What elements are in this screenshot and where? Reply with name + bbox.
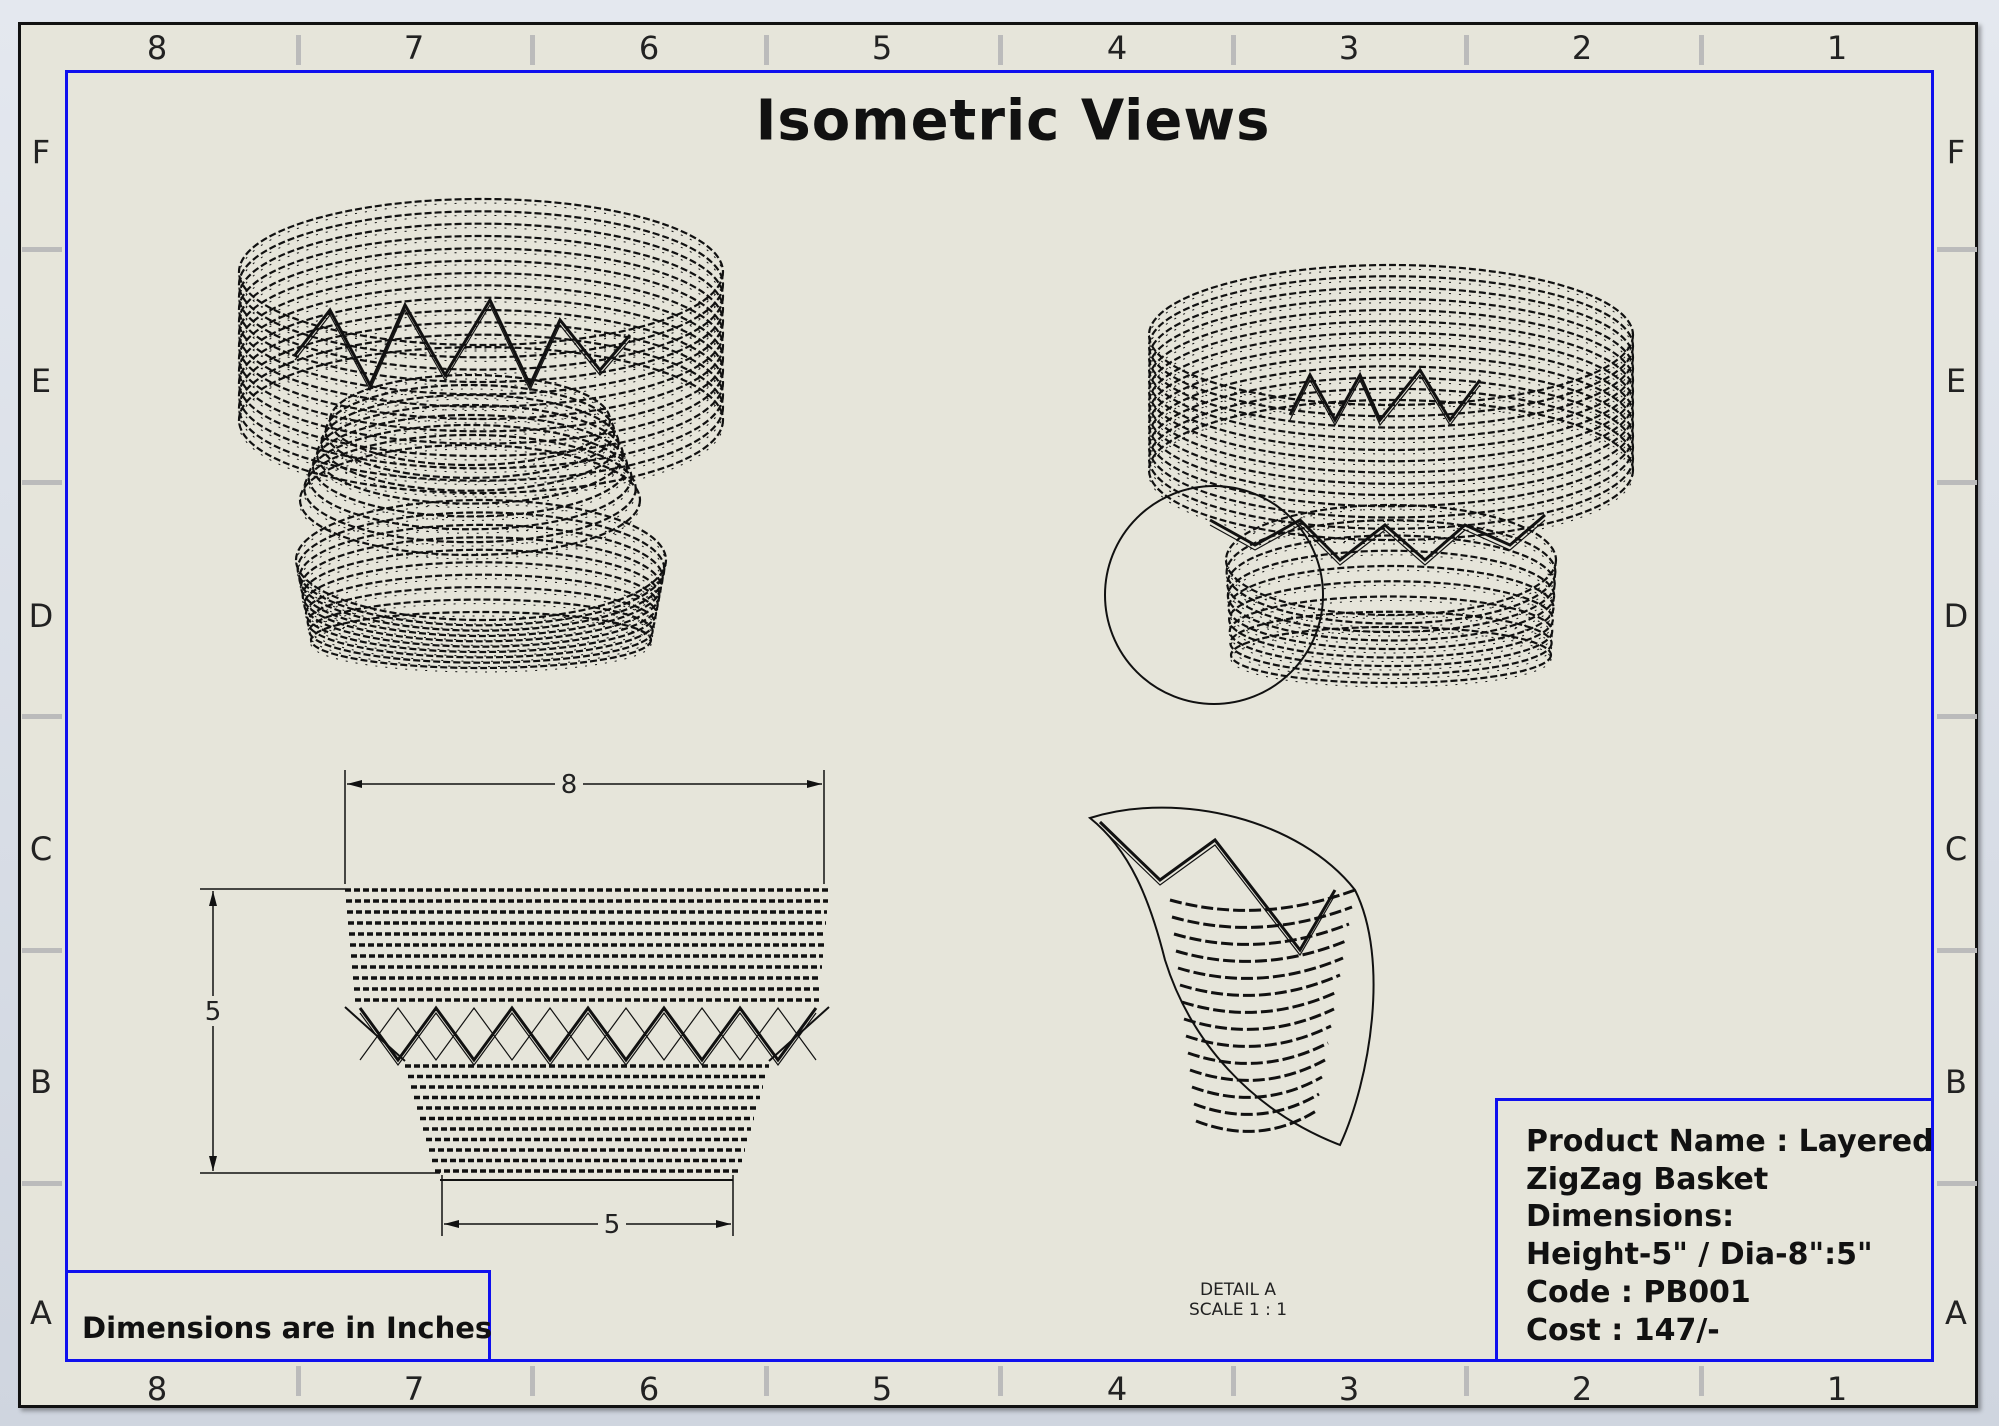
units-note: Dimensions are in Inches [65, 1270, 492, 1362]
zone-column-5-top: 5 [871, 29, 893, 67]
zone-divider [1937, 480, 1977, 485]
zone-column-7-top: 7 [403, 29, 425, 67]
zone-column-5-bottom: 5 [871, 1370, 893, 1408]
dim-text-top: 8 [561, 770, 578, 800]
zone-column-3-top: 3 [1338, 29, 1360, 67]
zone-row-B-left: B [30, 1063, 52, 1101]
isometric-view-right[interactable] [1147, 263, 1635, 688]
zone-divider [998, 1366, 1003, 1396]
zone-column-7-bottom: 7 [403, 1370, 425, 1408]
detail-scale: SCALE 1 : 1 [1188, 1300, 1288, 1320]
dimension-height[interactable]: 5 [199, 888, 440, 1174]
zone-column-1-top: 1 [1826, 29, 1848, 67]
zone-row-F-left: F [31, 133, 51, 171]
zone-divider [22, 1181, 62, 1186]
zone-divider [998, 35, 1003, 65]
zone-column-6-top: 6 [638, 29, 660, 67]
zone-row-D-left: D [28, 597, 54, 635]
zone-divider [1937, 948, 1977, 953]
zone-divider [1699, 1366, 1704, 1396]
zone-divider [22, 247, 62, 252]
zone-column-8-bottom: 8 [146, 1370, 168, 1408]
dimension-base-diameter[interactable]: 5 [441, 1175, 734, 1240]
product-name-line-2: ZigZag Basket [1526, 1161, 1769, 1197]
sheet-title: Isometric Views [755, 88, 1271, 154]
zone-divider [1937, 714, 1977, 719]
zone-divider [1464, 35, 1469, 65]
zone-row-C-right: C [1944, 830, 1968, 868]
product-code: Code : PB001 [1526, 1274, 1751, 1310]
zone-row-E-left: E [30, 362, 52, 400]
isometric-view-left[interactable] [237, 197, 725, 673]
zone-divider [296, 35, 301, 65]
zone-column-4-top: 4 [1106, 29, 1128, 67]
detail-view-a[interactable] [1087, 806, 1375, 1147]
zone-column-2-top: 2 [1571, 29, 1593, 67]
zone-row-C-left: C [29, 830, 53, 868]
zone-divider [764, 35, 769, 65]
zone-divider [22, 948, 62, 953]
zone-column-4-bottom: 4 [1106, 1370, 1128, 1408]
detail-label: DETAIL A [1199, 1280, 1277, 1300]
zone-divider [530, 35, 535, 65]
title-block: Product Name : Layered ZigZag Basket Dim… [1495, 1098, 1934, 1362]
zone-row-A-left: A [30, 1294, 52, 1332]
detail-caption: DETAIL A SCALE 1 : 1 [1189, 1280, 1287, 1320]
zone-divider [22, 714, 62, 719]
dim-text-base: 5 [604, 1210, 621, 1240]
zone-divider [22, 480, 62, 485]
zone-divider [1937, 247, 1977, 252]
dim-text-height: 5 [205, 997, 222, 1027]
zone-divider [530, 1366, 535, 1396]
zone-divider [296, 1366, 301, 1396]
product-cost: Cost : 147/- [1526, 1312, 1720, 1348]
dimensions-value: Height-5" / Dia-8":5" [1526, 1237, 1873, 1273]
zone-divider [1231, 1366, 1236, 1396]
zone-divider [764, 1366, 769, 1396]
zone-row-F-right: F [1946, 133, 1966, 171]
zone-row-D-right: D [1943, 597, 1969, 635]
zone-divider [1464, 1366, 1469, 1396]
dimensions-label: Dimensions: [1526, 1199, 1735, 1235]
zone-row-A-right: A [1945, 1294, 1967, 1332]
zone-column-1-bottom: 1 [1826, 1370, 1848, 1408]
detail-circle-a[interactable] [1104, 485, 1324, 705]
zone-column-6-bottom: 6 [638, 1370, 660, 1408]
drawing-border [65, 70, 1934, 1362]
dimension-top-diameter[interactable]: 8 [344, 770, 825, 884]
zone-column-3-bottom: 3 [1338, 1370, 1360, 1408]
zone-row-B-right: B [1945, 1063, 1967, 1101]
product-name-line: Product Name : Layered [1526, 1124, 1934, 1159]
zone-divider [1231, 35, 1236, 65]
zone-divider [1699, 35, 1704, 65]
zone-column-2-bottom: 2 [1571, 1370, 1593, 1408]
front-view[interactable] [344, 888, 830, 1181]
drawing-sheet [18, 22, 1978, 1408]
zone-row-E-right: E [1945, 362, 1967, 400]
zone-column-8-top: 8 [146, 29, 168, 67]
zone-divider [1937, 1181, 1977, 1186]
